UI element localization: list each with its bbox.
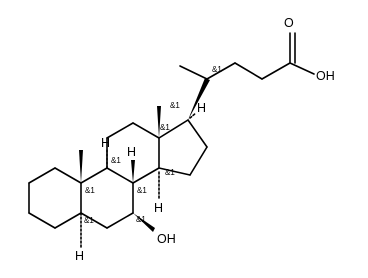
bond <box>106 122 134 139</box>
stereo-c20: &1 <box>212 65 222 74</box>
bond <box>54 167 82 184</box>
h17-hash <box>189 112 197 119</box>
ring-d-bonds <box>158 119 208 176</box>
stereo-c8: &1 <box>137 186 147 195</box>
carbonyl-oxygen-label: O <box>284 16 294 30</box>
stereo-c10: &1 <box>85 186 95 195</box>
bond <box>189 146 208 176</box>
acid-oh-bond <box>289 62 315 75</box>
stereo-c5: &1 <box>84 216 94 225</box>
h17-label: H <box>197 101 206 115</box>
bond <box>28 167 56 184</box>
stereo-c14: &1 <box>165 168 175 177</box>
methyl-c19-wedge <box>79 150 83 183</box>
ring-a-bonds <box>28 167 82 229</box>
bond <box>234 62 263 80</box>
h14-label: H <box>154 201 163 215</box>
bond <box>187 119 208 148</box>
stereo-c13: &1 <box>160 123 170 132</box>
acid-oh-label: OH <box>316 69 335 83</box>
bond <box>261 62 291 80</box>
bond <box>28 212 56 229</box>
ring-c-bonds <box>106 122 160 184</box>
methyl-c18-wedge <box>157 106 161 138</box>
c20-wedge <box>188 78 210 120</box>
h8-label: H <box>127 145 136 159</box>
bond <box>80 167 108 184</box>
stereo-c17: &1 <box>170 101 180 110</box>
c7-oh-wedge <box>133 213 155 232</box>
bond <box>158 119 189 139</box>
bond <box>106 212 134 229</box>
bond <box>106 167 134 184</box>
stereo-c7: &1 <box>136 215 146 224</box>
bond <box>158 167 191 176</box>
hashed-bonds <box>80 112 197 249</box>
bond <box>132 122 160 139</box>
side-chain <box>179 32 315 120</box>
h8-wedge <box>131 160 135 183</box>
c21-methyl-bond <box>179 65 208 80</box>
bond <box>80 212 108 229</box>
bond <box>206 62 236 80</box>
h9-label: H <box>101 136 110 150</box>
hydroxyl-label: OH <box>157 232 176 246</box>
ring-b-bonds <box>80 167 134 229</box>
h5-label: H <box>75 249 84 263</box>
bond <box>54 212 82 229</box>
bond <box>132 167 160 184</box>
stereo-c9: &1 <box>111 156 121 165</box>
